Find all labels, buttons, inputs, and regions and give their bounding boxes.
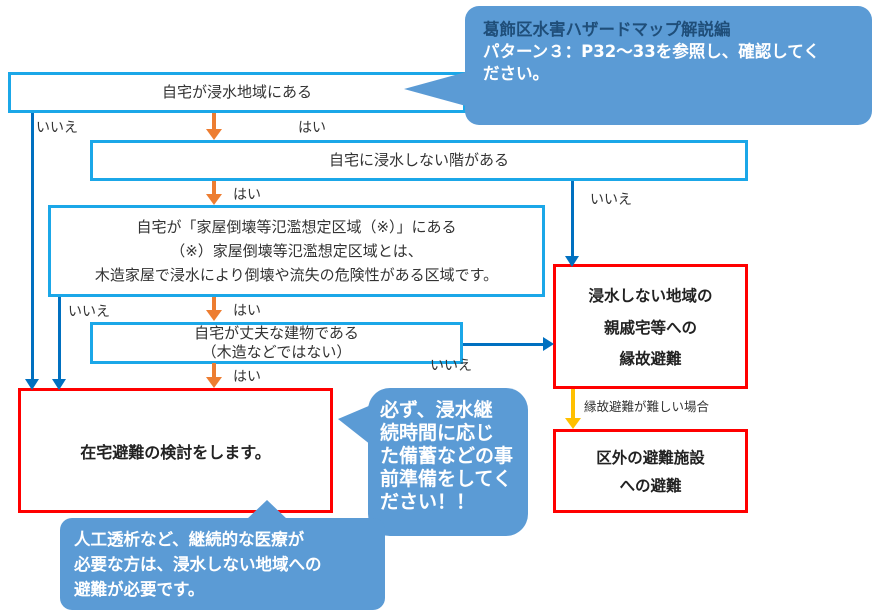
callout-tail-icon — [246, 500, 288, 520]
arrowhead-down-icon — [565, 418, 581, 429]
callout-body-line: ださい。 — [483, 64, 549, 83]
branch-label-no: いいえ — [430, 358, 472, 374]
result-box-relatives-evacuation: 浸水しない地域の 親戚宅等への 縁故避難 — [553, 264, 748, 389]
decision-box-home-in-flood-area: 自宅が浸水地域にある — [8, 72, 466, 113]
connector-no-from-box2 — [571, 181, 574, 258]
result-text-line: 浸水しない地域の — [588, 287, 713, 306]
connector-yes-box2-box3 — [212, 181, 216, 195]
connector-yes-box1-box2 — [212, 113, 216, 130]
callout-body-line: た備蓄などの事 — [380, 445, 514, 467]
arrowhead-down-icon — [25, 379, 39, 390]
decision-box-sturdy-building: 自宅が丈夫な建物である （木造などではない） — [90, 322, 463, 364]
connector-no-from-box1 — [31, 113, 34, 380]
decision-text-line: 自宅が丈夫な建物である — [194, 324, 359, 342]
branch-label-relative-difficult: 縁故避難が難しい場合 — [584, 399, 710, 414]
arrowhead-down-icon — [206, 129, 222, 140]
callout-hazard-map-reference: 葛飾区水害ハザードマップ解説編 パターン３：P32～33を参照し、確認してく だ… — [465, 6, 872, 125]
callout-tail-icon — [338, 405, 371, 445]
callout-body-line: ださい！！ — [380, 491, 476, 513]
result-text-line: への避難 — [619, 477, 682, 495]
branch-label-yes: はい — [233, 187, 261, 203]
result-text-line: 区外の避難施設 — [596, 449, 705, 467]
arrowhead-down-icon — [206, 377, 222, 388]
connector-yes-box3-box4 — [212, 297, 216, 311]
arrowhead-down-icon — [565, 256, 579, 267]
callout-body-line: 人工透析など、継続的な医療が — [74, 530, 305, 549]
arrowhead-down-icon — [206, 310, 222, 321]
decision-text-line: 自宅が「家屋倒壊等氾濫想定区域（※）」にある — [136, 218, 457, 236]
result-box-stay-home: 在宅避難の検討をします。 — [18, 388, 333, 513]
callout-stockpile-preparation: 必ず、浸水継 続時間に応じ た備蓄などの事 前準備をしてく ださい！！ — [368, 388, 528, 536]
connector-no-from-box3 — [58, 297, 61, 380]
arrowhead-right-icon — [543, 337, 554, 351]
arrowhead-down-icon — [52, 379, 66, 390]
callout-body-line: 避難が必要です。 — [74, 580, 205, 599]
decision-text: 自宅に浸水しない階がある — [328, 150, 509, 169]
branch-label-no: いいえ — [68, 304, 110, 320]
branch-label-yes: はい — [298, 120, 326, 136]
callout-dialysis-medical-note: 人工透析など、継続的な医療が 必要な方は、浸水しない地域への 避難が必要です。 — [60, 518, 385, 610]
callout-body-line: 続時間に応じ — [380, 422, 495, 444]
connector-relatives-outside — [571, 389, 575, 419]
callout-body-line: パターン３：P32～33を参照し、確認してく — [483, 42, 820, 61]
decision-box-non-flooded-floor: 自宅に浸水しない階がある — [90, 140, 748, 181]
callout-body-line: 前準備をしてく — [380, 468, 512, 490]
callout-tail-icon — [404, 72, 466, 106]
decision-text-line: （※）家屋倒壊等氾濫想定区域とは、 — [170, 242, 423, 260]
arrowhead-down-icon — [206, 194, 222, 205]
callout-body-line: 必要な方は、浸水しない地域への — [74, 555, 322, 574]
branch-label-yes: はい — [233, 369, 261, 385]
branch-label-no: いいえ — [36, 120, 78, 136]
branch-label-no: いいえ — [590, 192, 632, 208]
callout-body-line: 必ず、浸水継 — [380, 399, 493, 421]
connector-yes-box4-stayhome — [212, 363, 216, 378]
decision-text-line: 木造家屋で浸水により倒壊や流失の危険性がある区域です。 — [94, 266, 499, 284]
result-box-outside-ward: 区外の避難施設 への避難 — [553, 429, 748, 513]
decision-text: 自宅が浸水地域にある — [161, 82, 312, 101]
decision-box-collapse-zone: 自宅が「家屋倒壊等氾濫想定区域（※）」にある （※）家屋倒壊等氾濫想定区域とは、… — [48, 205, 545, 297]
decision-text-line: （木造などではない） — [201, 343, 352, 361]
branch-label-yes: はい — [233, 303, 261, 319]
result-text: 在宅避難の検討をします。 — [80, 442, 271, 462]
result-text-line: 親戚宅等への — [603, 318, 697, 337]
result-text-line: 縁故避難 — [619, 349, 682, 368]
connector-no-from-box4 — [463, 343, 544, 346]
callout-title: 葛飾区水害ハザードマップ解説編 — [483, 20, 731, 39]
